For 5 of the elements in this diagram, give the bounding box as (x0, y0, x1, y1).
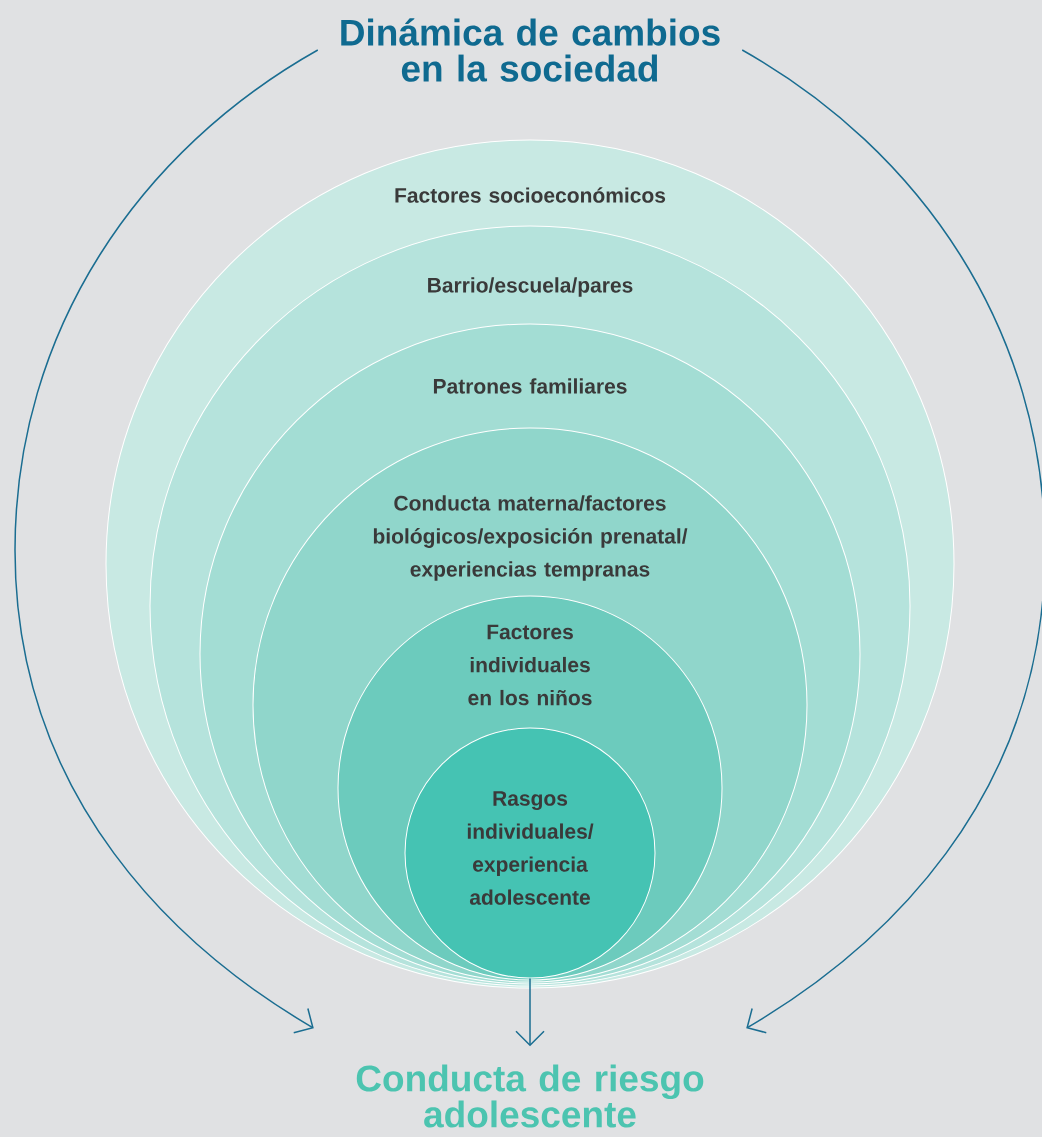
arrow (515, 977, 545, 1047)
arrow (741, 49, 1042, 1034)
arrow (14, 49, 319, 1034)
outcome-heading: Conducta de riesgo adolescente (356, 1064, 704, 1128)
title: Dinámica de cambios en la sociedad (341, 18, 720, 82)
